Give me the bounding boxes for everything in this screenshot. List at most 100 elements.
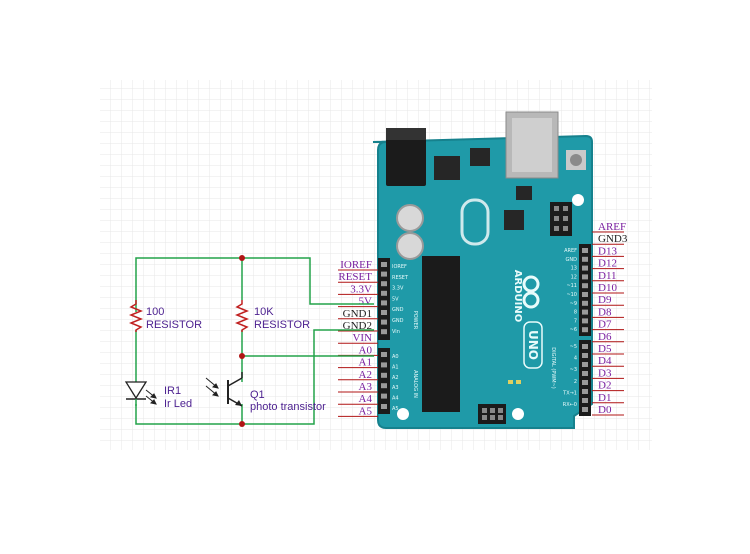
board-silk-pin-left: A0 (392, 354, 399, 360)
junction-dot (239, 255, 245, 261)
board-silk-pin-right: ~11 (566, 283, 577, 289)
board-silk-pin-right: ~6 (570, 327, 577, 333)
icsp-header (550, 202, 572, 236)
ir-led: IR1 Ir Led (124, 381, 192, 410)
power-silk-label: POWER (412, 311, 418, 330)
r2-value: 10K (254, 306, 274, 318)
board-silk-pin-left: A2 (392, 375, 399, 381)
right-pin-label: D1 (598, 392, 611, 404)
digital-header-lower (579, 340, 591, 416)
left-pin-label: A2 (359, 369, 372, 381)
board-silk-pin-left: A4 (392, 396, 399, 402)
left-pin-label: RESET (338, 271, 372, 283)
right-pin-label: D8 (598, 306, 612, 318)
resistor-zigzag-icon (128, 300, 144, 332)
board-silk-pin-left: 5V (392, 296, 399, 302)
q1-ref: Q1 (250, 389, 265, 401)
right-pin-label: D12 (598, 258, 617, 270)
board-silk-pin-right: ~5 (570, 344, 577, 350)
analog-silk-label: ANALOG IN (412, 370, 418, 398)
board-silk-pin-left: Vin (392, 329, 400, 335)
wire-5v (135, 257, 374, 312)
uno-model-text: UNO (526, 330, 540, 360)
board-silk-pin-right: TX→1 (562, 390, 577, 396)
chip (470, 148, 490, 166)
board-silk-pin-left: IOREF (392, 264, 407, 270)
resistor-r1: 100 RESISTOR (128, 300, 202, 332)
board-silk-pin-right: 8 (574, 310, 577, 316)
board-silk-pin-right: GND (566, 257, 578, 263)
ir1-ref: IR1 (164, 385, 181, 397)
junction-dot (239, 421, 245, 427)
emission-arrows-icon (145, 389, 157, 405)
resistor-r2: 10K RESISTOR (234, 300, 310, 332)
board-silk-pin-left: GND (392, 318, 404, 324)
left-pin-label: A1 (359, 357, 372, 369)
right-pin-label: D7 (598, 319, 612, 331)
board-silk-pin-right: 7 (574, 318, 577, 324)
left-pin-label: 5V (359, 296, 373, 308)
left-pin-label: A0 (359, 344, 373, 356)
icsp-header-bottom (478, 404, 506, 424)
board-silk-pin-right: ~3 (570, 367, 577, 373)
junction-dot (239, 353, 245, 359)
r1-value: 100 (146, 306, 164, 318)
emitter-arrow-icon (235, 400, 242, 406)
right-pin-label: D0 (598, 404, 612, 416)
q1-name: photo transistor (250, 401, 326, 413)
right-pin-label: GND3 (598, 233, 628, 245)
digital-silk-label: DIGITAL (PWM~) (550, 347, 556, 389)
resistor-zigzag-icon (234, 300, 250, 332)
right-pin-label: D5 (598, 343, 612, 355)
left-pin-label: VIN (352, 332, 372, 344)
left-pin-label: IOREF (340, 259, 372, 271)
board-silk-pin-left: RESET (392, 275, 409, 281)
board-silk-pin-left: A5 (392, 406, 399, 412)
board-silk-pin-right: 2 (574, 379, 577, 385)
board-silk-pin-left: A1 (392, 364, 399, 370)
diode-icon (124, 381, 148, 400)
power-header (378, 258, 390, 340)
capacitor (396, 232, 424, 260)
left-pin-label: GND1 (343, 308, 372, 320)
mount-hole (512, 408, 524, 420)
r1-type: RESISTOR (146, 319, 202, 331)
arduino-logo-icon (522, 275, 540, 309)
left-pin-label: A4 (359, 393, 373, 405)
arduino-brand-text: ARDUINO (512, 270, 523, 322)
ir1-name: Ir Led (164, 398, 192, 410)
status-led (516, 380, 521, 384)
board-silk-pin-right: ~9 (570, 301, 577, 307)
board-silk-pin-right: ~10 (566, 292, 577, 298)
atmega-chip (422, 256, 460, 412)
mount-hole (397, 408, 409, 420)
uno-badge (523, 321, 543, 369)
right-pin-label: AREF (598, 221, 626, 233)
mount-hole (572, 194, 584, 206)
left-pin-label: A3 (359, 381, 373, 393)
right-pin-label: D2 (598, 380, 611, 392)
chip (434, 156, 460, 180)
right-pin-label: D10 (598, 282, 617, 294)
chip (516, 186, 532, 200)
right-pin-label: D13 (598, 245, 617, 257)
board-silk-pin-right: AREF (564, 248, 577, 254)
r2-type: RESISTOR (254, 319, 310, 331)
capacitor (396, 204, 424, 232)
power-jack-top (386, 128, 426, 140)
crystal (460, 198, 490, 246)
right-pin-label: D4 (598, 355, 612, 367)
usb-connector-inner (512, 118, 552, 172)
board-silk-pin-right: RX←0 (563, 402, 577, 408)
light-arrows-icon (205, 377, 219, 397)
chip (504, 210, 524, 230)
board-silk-pin-right: 12 (571, 274, 577, 280)
wire-ground (135, 329, 374, 425)
right-pin-label: D9 (598, 294, 612, 306)
reset-button (570, 154, 582, 166)
right-pin-label: D6 (598, 331, 612, 343)
left-pin-label: GND2 (343, 320, 372, 332)
